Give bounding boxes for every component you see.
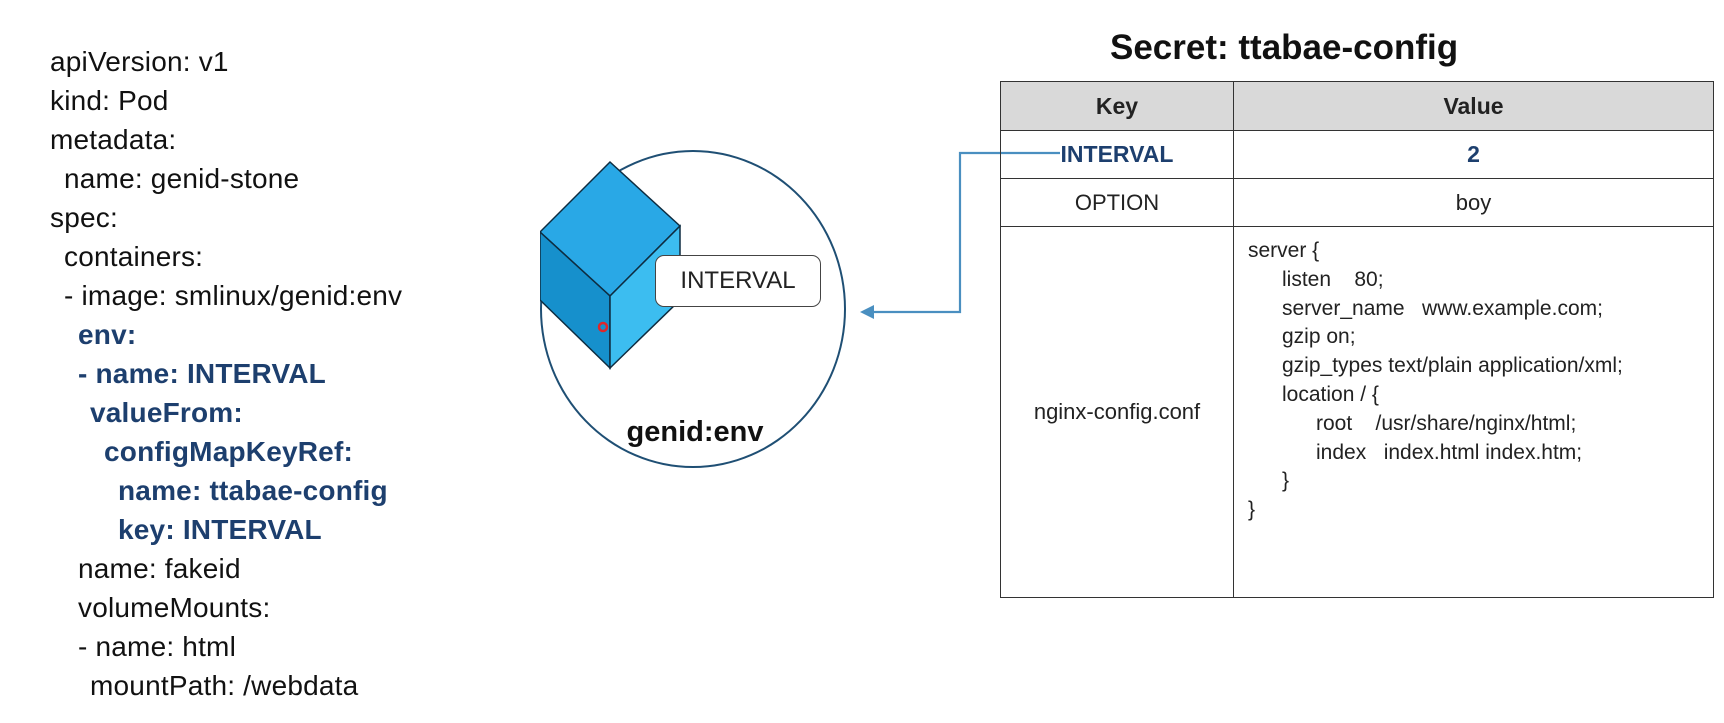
table-row-interval: INTERVAL 2 [1000,130,1714,179]
key-column-header: Key [1000,81,1234,131]
code-line: root /usr/share/nginx/html; [1316,411,1577,435]
connector-arrowhead [860,305,874,319]
yaml-line: volumeMounts: [78,592,271,623]
yaml-line: metadata: [50,124,177,155]
option-value-cell: boy [1233,178,1714,227]
yaml-line: name: fakeid [78,553,241,584]
yaml-line: kind: Pod [50,85,169,116]
code-line: gzip on; [1282,325,1356,349]
cursor-pointer-dot [597,321,609,333]
yaml-line: valueFrom: [90,397,243,428]
yaml-line: - image: smlinux/genid:env [64,280,403,311]
nginx-config-key-cell: nginx-config.conf [1000,226,1234,598]
yaml-line: apiVersion: v1 [50,46,229,77]
option-key-cell: OPTION [1000,178,1234,227]
nginx-config-value-cell: server { listen 80; server_name www.exampl… [1233,226,1714,598]
pod-yaml-manifest: apiVersion: v1 kind: Pod metadata: name: ge… [50,42,402,705]
env-var-tag: INTERVAL [655,255,821,307]
code-line: listen 80; [1282,267,1384,291]
table-header-row: Key Value [1000,81,1714,131]
yaml-line: mountPath: /webdata [90,670,359,701]
interval-value-cell: 2 [1233,130,1714,179]
code-line: server_name www.example.com; [1282,296,1603,320]
yaml-line: name: genid-stone [64,163,300,194]
pod-image-label: genid:env [626,416,764,448]
code-line: } [1282,469,1290,493]
code-line: server { [1248,239,1320,262]
code-line: gzip_types text/plain application/xml; [1282,354,1623,378]
yaml-line: containers: [64,241,204,272]
secret-title: Secret: ttabae-config [1110,28,1459,67]
table-row-option: OPTION boy [1000,178,1714,227]
interval-key-cell: INTERVAL [1000,130,1234,179]
yaml-line: configMapKeyRef: [104,436,353,467]
yaml-line: spec: [50,202,118,233]
yaml-line: name: ttabae-config [118,475,388,506]
code-line: } [1248,498,1256,522]
secret-table: Key Value INTERVAL 2 OPTION boy nginx-co… [1000,81,1714,598]
yaml-line: - name: html [78,631,236,662]
code-line: index index.html index.htm; [1316,440,1583,464]
code-line: location / { [1282,382,1379,406]
yaml-line: env: [78,319,137,350]
yaml-line: - name: INTERVAL [78,358,326,389]
yaml-line: key: INTERVAL [118,514,322,545]
table-row-nginx-config: nginx-config.conf server {listen 80;serv… [1000,226,1714,598]
nginx-config-code: server { listen 80; server_name www.exampl… [1248,237,1713,525]
value-column-header: Value [1233,81,1714,131]
